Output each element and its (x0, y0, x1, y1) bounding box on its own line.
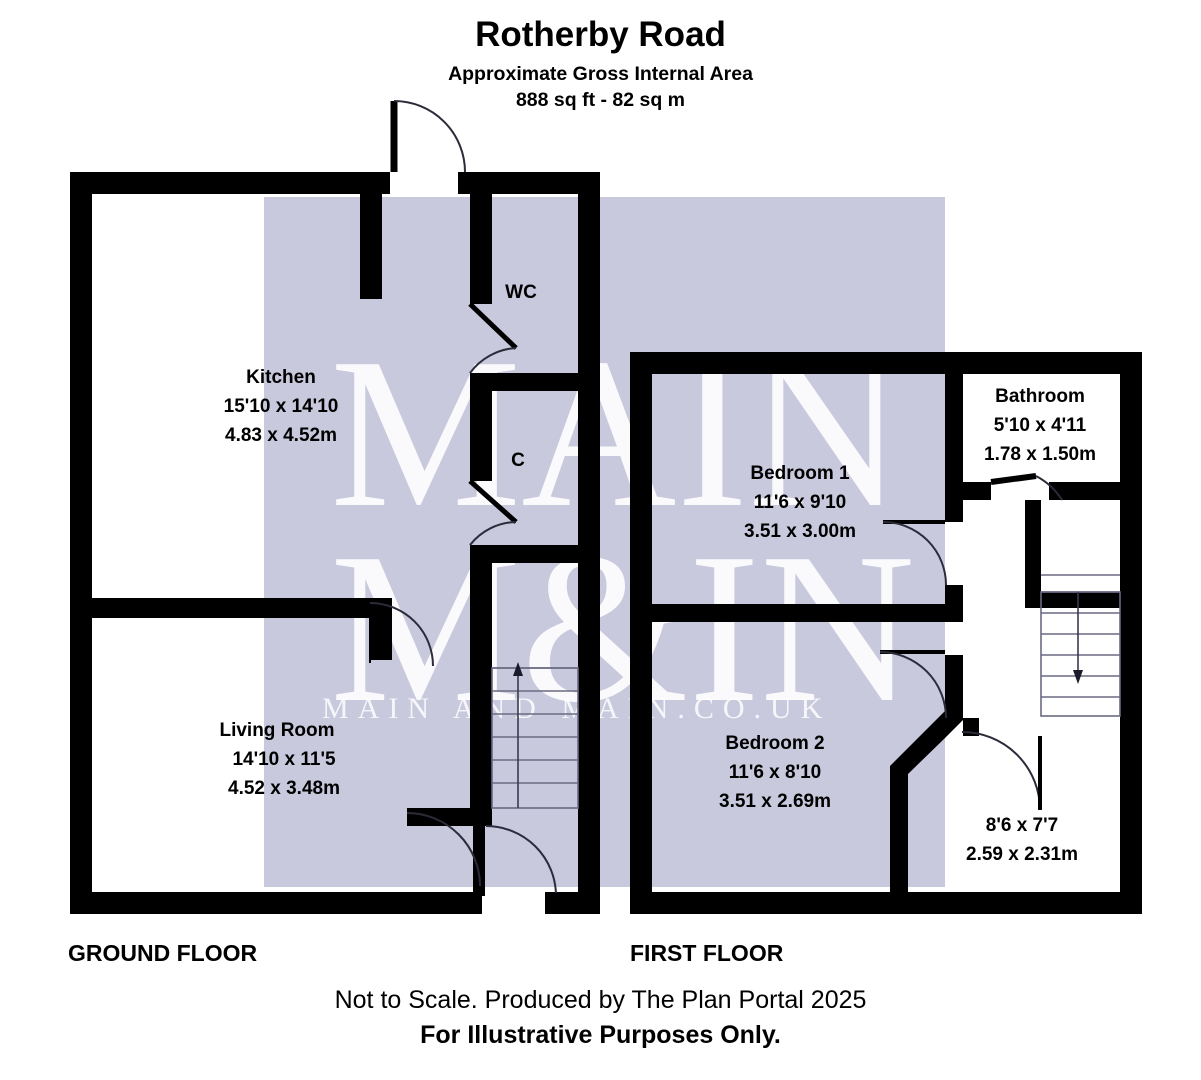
gf-wall-porch-jamb (473, 826, 485, 896)
ff-wall-bathroom-bottom-left (963, 482, 991, 500)
gf-rear-door-arc (393, 100, 466, 173)
room-fill-layer (264, 197, 945, 887)
watermark-line-2: M&IN (330, 508, 915, 747)
gf-living-door-arc (369, 602, 434, 667)
ff-wall-right (1120, 352, 1142, 914)
gf-stair-up-arrow-icon (513, 662, 523, 676)
gf-wall-wc-left (470, 194, 492, 304)
footer-disclaimer-line: Not to Scale. Produced by The Plan Porta… (334, 986, 867, 1014)
first-floor-stairs (1040, 500, 1121, 717)
gf-wall-left (70, 172, 92, 914)
gf-wall-living-east-lower (407, 808, 492, 826)
ff-wall-bed2-east-splay (890, 685, 963, 892)
ff-wall-top (630, 352, 1142, 374)
kitchen-label-imperial: 15'10 x 14'10 (224, 396, 339, 417)
kitchen-label-metric: 4.83 x 4.52m (225, 425, 337, 446)
bathroom-label-metric: 1.78 x 1.50m (984, 444, 1096, 465)
living-room-label-name: Living Room (219, 720, 334, 741)
plan-header: Rotherby Road Approximate Gross Internal… (0, 0, 1201, 113)
wc-label: WC (505, 282, 537, 303)
ground-floor-fill (264, 197, 600, 887)
gf-wall-living-east-upper (370, 598, 392, 660)
ff-wall-bed1-east-lower (945, 585, 963, 622)
plan-footer: Not to Scale. Produced by The Plan Porta… (0, 985, 1201, 1052)
first-floor-fill (600, 197, 945, 887)
ff-bed1-door-arc (882, 521, 947, 586)
ff-bed3-door-arc (961, 731, 1041, 811)
first-floor-caption: FIRST FLOOR (630, 940, 784, 966)
bedroom-1-label-name: Bedroom 1 (750, 463, 850, 484)
ff-wall-bathroom-bottom-right (1049, 482, 1120, 500)
first-floor-walls (630, 352, 1142, 914)
ff-stair-block (1040, 591, 1121, 717)
watermark-layer: MAIN M&IN MAIN AND MAIN.CO.UK (322, 313, 915, 747)
gf-cupboard-door-leaf (468, 479, 518, 524)
gf-wall-bottom (70, 892, 482, 914)
living-room-label-metric: 4.52 x 3.48m (228, 778, 340, 799)
gf-wall-kitchen-living (92, 598, 370, 618)
first-floor-doors (879, 473, 1063, 811)
gf-wall-right (578, 172, 600, 914)
ff-wall-stairwell-left (1025, 500, 1041, 608)
kitchen-label-name: Kitchen (246, 367, 316, 388)
gf-wall-hall-right (470, 563, 492, 808)
gf-hall-living-door-arc (406, 812, 481, 887)
gf-wall-cupboard-bottom (470, 545, 578, 563)
footer-illustrative-line: For Illustrative Purposes Only. (420, 1021, 781, 1050)
page-title: Rotherby Road (475, 15, 726, 54)
bedroom-2-label-name: Bedroom 2 (725, 733, 824, 754)
ff-stair-down-arrow-icon (1073, 670, 1083, 684)
ground-floor-labels: Kitchen 15'10 x 14'10 4.83 x 4.52m Livin… (219, 282, 537, 799)
ff-bathroom-door-arc (1035, 475, 1063, 501)
bedroom-2-label-imperial: 11'6 x 8'10 (729, 762, 822, 783)
gf-wall-wc-bottom (470, 373, 578, 391)
gf-wc-door-arc (469, 347, 517, 374)
bedroom-1-label-imperial: 11'6 x 9'10 (754, 492, 847, 513)
gf-front-door-arc (485, 825, 557, 897)
gf-wall-cupboard-left (470, 391, 492, 481)
bathroom-label-name: Bathroom (995, 386, 1085, 407)
bedroom-1-label-metric: 3.51 x 3.00m (744, 521, 856, 542)
bedroom-3-label-metric: 2.59 x 2.31m (966, 844, 1078, 865)
bedroom-2-label-metric: 3.51 x 2.69m (719, 791, 831, 812)
ff-stair-outline (1041, 500, 1120, 592)
living-room-label-imperial: 14'10 x 11'5 (232, 749, 336, 770)
ground-floor-caption: GROUND FLOOR (68, 940, 258, 966)
gf-wall-top-left (70, 172, 390, 194)
first-floor-labels: Bedroom 1 11'6 x 9'10 3.51 x 3.00m Bedro… (719, 386, 1096, 865)
gf-wall-top-right (458, 172, 600, 194)
ground-floor-stairs (491, 662, 579, 809)
watermark-url: MAIN AND MAIN.CO.UK (322, 692, 831, 725)
ff-wall-left (630, 352, 652, 914)
gf-cupboard-door-arc (469, 521, 517, 546)
cupboard-label: C (511, 450, 525, 471)
bedroom-3-label-imperial: 8'6 x 7'7 (986, 815, 1058, 836)
gf-wall-hall-upper (360, 194, 382, 299)
ff-wall-bed1-bed2 (652, 604, 945, 622)
bathroom-label-imperial: 5'10 x 4'11 (994, 415, 1087, 436)
ff-wall-bottom (630, 892, 1142, 914)
plan-gross-area: 888 sq ft - 82 sq m (515, 88, 686, 111)
ff-wall-bed2-east-upper (945, 655, 963, 685)
ground-floor-doors (369, 100, 558, 897)
plan-subtitle: Approximate Gross Internal Area (448, 62, 753, 85)
ff-bed2-door-arc (879, 651, 947, 719)
gf-wc-door-leaf (468, 302, 518, 350)
ff-bathroom-door-leaf (990, 473, 1037, 485)
ff-wall-bed1-east (945, 374, 963, 522)
ff-wall-stairwell-bottom (1025, 592, 1120, 608)
ground-floor-walls (70, 172, 600, 914)
